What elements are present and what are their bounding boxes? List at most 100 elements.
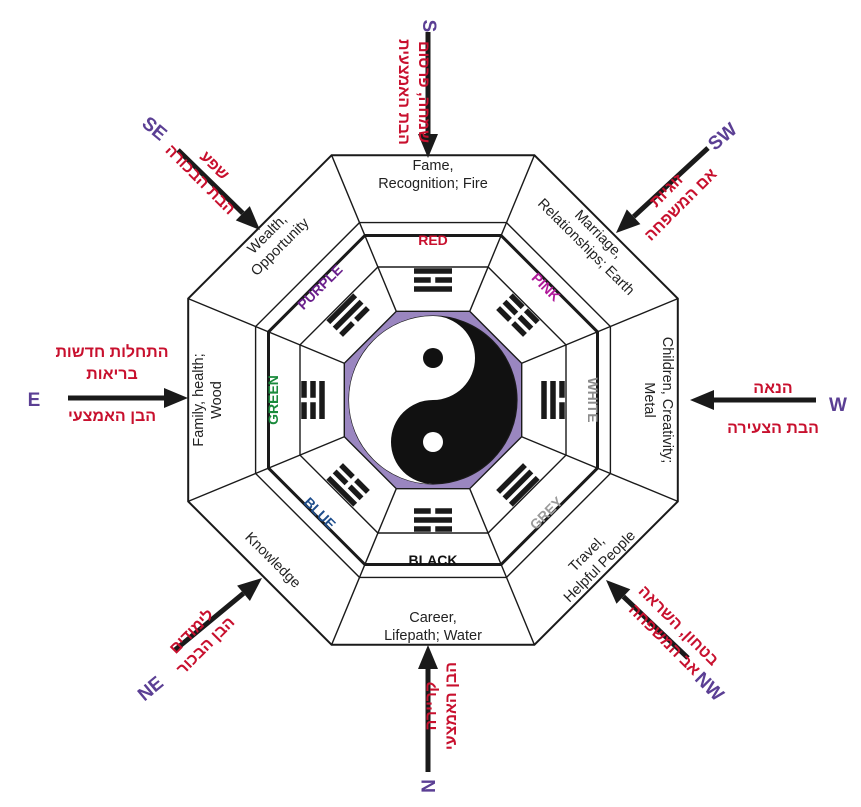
color-label-south: RED [418, 232, 448, 248]
yin-dot [423, 348, 443, 368]
trigram-line-solid [550, 381, 556, 419]
direction-description-line: הבן האמצעי [443, 662, 460, 750]
trigram-line-broken [339, 463, 355, 479]
direction-letter: SE [138, 113, 171, 145]
arrow-e [68, 388, 188, 408]
arrow-shaft [621, 594, 690, 660]
sector-label-east: Family, health;Wood [191, 353, 225, 446]
color-label-east: GREEN [265, 375, 281, 425]
arrow-head [616, 209, 641, 233]
yin-yang-symbol [348, 315, 518, 485]
arrow-s [418, 32, 438, 158]
trigram-group [301, 268, 565, 532]
trigram-line-broken [435, 277, 452, 283]
arrow-ne [173, 578, 262, 652]
trigram-line-broken [301, 402, 307, 419]
direction-letter: W [829, 395, 847, 416]
sector-divider [187, 436, 345, 503]
trigram-line-broken [559, 402, 565, 419]
direction-description: שמחה, פרסוםהבת האמצעית [395, 39, 432, 145]
trigram-line-solid [319, 381, 325, 419]
trigram-line-broken [435, 526, 452, 532]
trigram-line-broken [301, 381, 307, 398]
trigram-line-broken [517, 314, 534, 331]
arrow-n [418, 645, 438, 772]
arrow-head [418, 645, 438, 669]
sector-divider [521, 436, 679, 503]
trigram-north [414, 508, 452, 532]
yang-dot [423, 432, 443, 452]
direction-letter: S [418, 20, 439, 33]
arrow-head [690, 390, 714, 410]
direction-description: זוגיותאם המשפחה [628, 152, 721, 245]
direction-description: שפעהבת הבכורה [162, 128, 253, 219]
trigram-line-broken [496, 306, 512, 322]
trigram-line-solid [508, 475, 540, 507]
trigram-line-solid [541, 381, 547, 419]
trigram-line-broken [310, 381, 316, 398]
arrow-shaft [176, 148, 245, 216]
trigram-line-solid [496, 463, 527, 494]
sector-divider [330, 488, 397, 646]
direction-arrows [68, 32, 816, 772]
trigram-line-broken [310, 402, 316, 419]
trigram-line-broken [354, 306, 370, 322]
direction-s: S שמחה, פרסוםהבת האמצעית [395, 20, 439, 145]
sector-divider [521, 297, 679, 364]
yang-half [349, 316, 475, 484]
trigram-line-solid [332, 299, 364, 331]
trigram-line-broken [414, 277, 431, 283]
direction-description-line: הבת הבכורה [162, 142, 239, 219]
sector-label-line: Recognition; Fire [378, 176, 488, 192]
arrow-sw [616, 146, 710, 233]
trigram-line-broken [414, 508, 431, 514]
direction-description: לימודיםהבן הבכור [159, 599, 238, 678]
sector-label-line: Metal [641, 382, 657, 417]
trigram-line-broken [435, 508, 452, 514]
color-label-north: BLACK [409, 552, 458, 568]
direction-letter: NE [134, 673, 168, 706]
direction-description-line: הבת האמצעית [395, 39, 412, 145]
trigram-line-solid [326, 293, 358, 325]
trigram-line-solid [414, 286, 452, 292]
trigram-line-solid [502, 469, 534, 501]
trigram-west [541, 381, 565, 419]
direction-letter: SW [704, 119, 741, 155]
sector-label-north: Career,Lifepath; Water [384, 610, 482, 644]
trigram-line-broken [354, 478, 370, 494]
trigram-line-broken [508, 293, 525, 310]
color-label-west: WHITE [585, 377, 601, 422]
trigram-line-broken [332, 469, 349, 486]
sector-divider [469, 154, 536, 312]
direction-description-line: שמחה, פרסום [415, 41, 432, 143]
direction-description-line: הבן האמצעי [68, 408, 156, 425]
direction-letter: NW [690, 668, 727, 705]
trigram-line-solid [326, 475, 358, 507]
direction-letter: N [419, 779, 440, 793]
arrow-shaft [173, 591, 246, 652]
trigram-east [301, 381, 325, 419]
arrow-w [690, 390, 816, 410]
direction-description-line: בריאות [86, 366, 138, 383]
sector-label-line: Fame, [412, 158, 453, 174]
arrow-se [176, 148, 260, 230]
direction-description-line: הנאה [753, 380, 792, 397]
sector-divider [187, 297, 345, 364]
trigram-southwest [496, 293, 540, 337]
sector-label-west: Children, Creativity;Metal [641, 337, 675, 464]
trigram-line-broken [523, 308, 540, 325]
trigram-line-broken [414, 526, 431, 532]
arrow-head [606, 580, 631, 604]
arrow-head [237, 578, 262, 601]
trigram-line-broken [502, 299, 519, 316]
